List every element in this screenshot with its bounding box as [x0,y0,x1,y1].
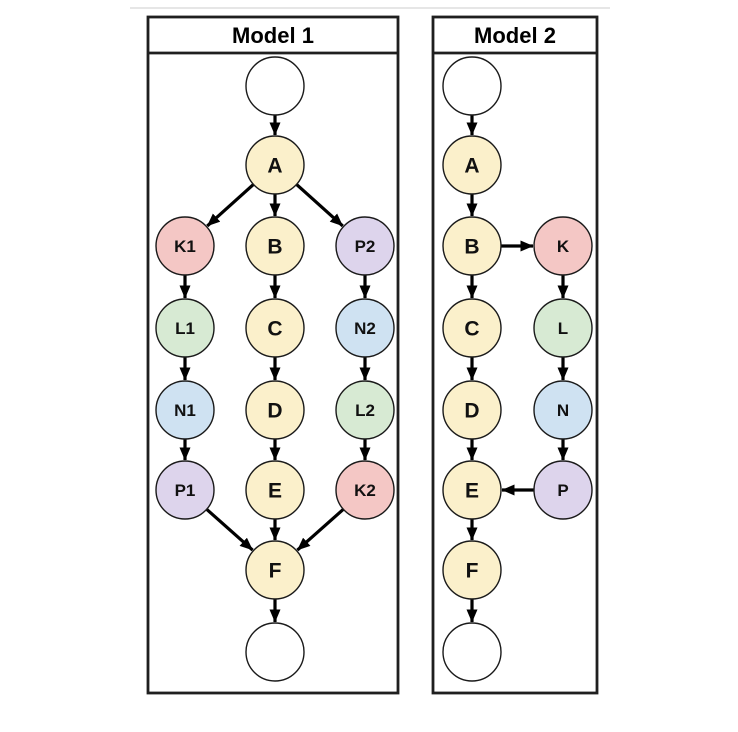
node-L2 [335,380,395,440]
panel-2-frame [431,15,599,695]
node-start-circle [245,56,305,116]
node-label-K: K [557,237,570,256]
node-label-E: E [465,479,479,502]
node-label-K2: K2 [354,481,376,500]
node-label-C: C [464,317,479,340]
node-K2 [335,460,395,520]
panel-1-title: Model 1 [232,23,314,48]
node-label-E: E [268,479,282,502]
node-F [245,540,305,600]
node-B [245,216,305,276]
node-label-D: D [464,399,479,422]
node-L1 [155,298,215,358]
node-label-B: B [267,235,282,258]
node-D [442,380,502,440]
node-label-N1: N1 [174,401,196,420]
edge-K2-F [296,508,345,552]
node-end-circle [442,622,502,682]
node-label-A: A [464,154,479,177]
node-label-L: L [558,319,568,338]
node-label-B: B [464,235,479,258]
node-E [442,460,502,520]
node-label-N: N [557,401,569,420]
edge-A-K1 [206,183,255,228]
node-label-D: D [267,399,282,422]
node-K [533,216,593,276]
node-label-P2: P2 [355,237,376,256]
node-N1 [155,380,215,440]
node-D [245,380,305,440]
node-label-F: F [269,559,282,582]
node-P1 [155,460,215,520]
node-P [533,460,593,520]
node-N [533,380,593,440]
node-A [245,135,305,195]
panel-model-2: Model 2 A B K C L D N E P F [431,15,599,695]
node-K1 [155,216,215,276]
panel-1-frame [146,15,400,695]
node-E [245,460,305,520]
node-end-circle [245,622,305,682]
node-F [442,540,502,600]
node-P2 [335,216,395,276]
node-C [442,298,502,358]
node-label-N2: N2 [354,319,376,338]
node-C [245,298,305,358]
node-N2 [335,298,395,358]
node-B [442,216,502,276]
node-A [442,135,502,195]
panel-2-graph: A B K C L D N E P F [442,56,593,682]
node-label-P1: P1 [175,481,196,500]
node-label-L2: L2 [355,401,375,420]
node-start-circle [442,56,502,116]
node-label-F: F [466,559,479,582]
edge-P1-F [205,508,254,552]
node-label-A: A [267,154,282,177]
node-label-L1: L1 [175,319,195,338]
panel-2-title: Model 2 [474,23,556,48]
node-L [533,298,593,358]
node-label-P: P [557,481,568,500]
node-label-K1: K1 [174,237,196,256]
node-label-C: C [267,317,282,340]
edge-A-P2 [295,183,344,228]
